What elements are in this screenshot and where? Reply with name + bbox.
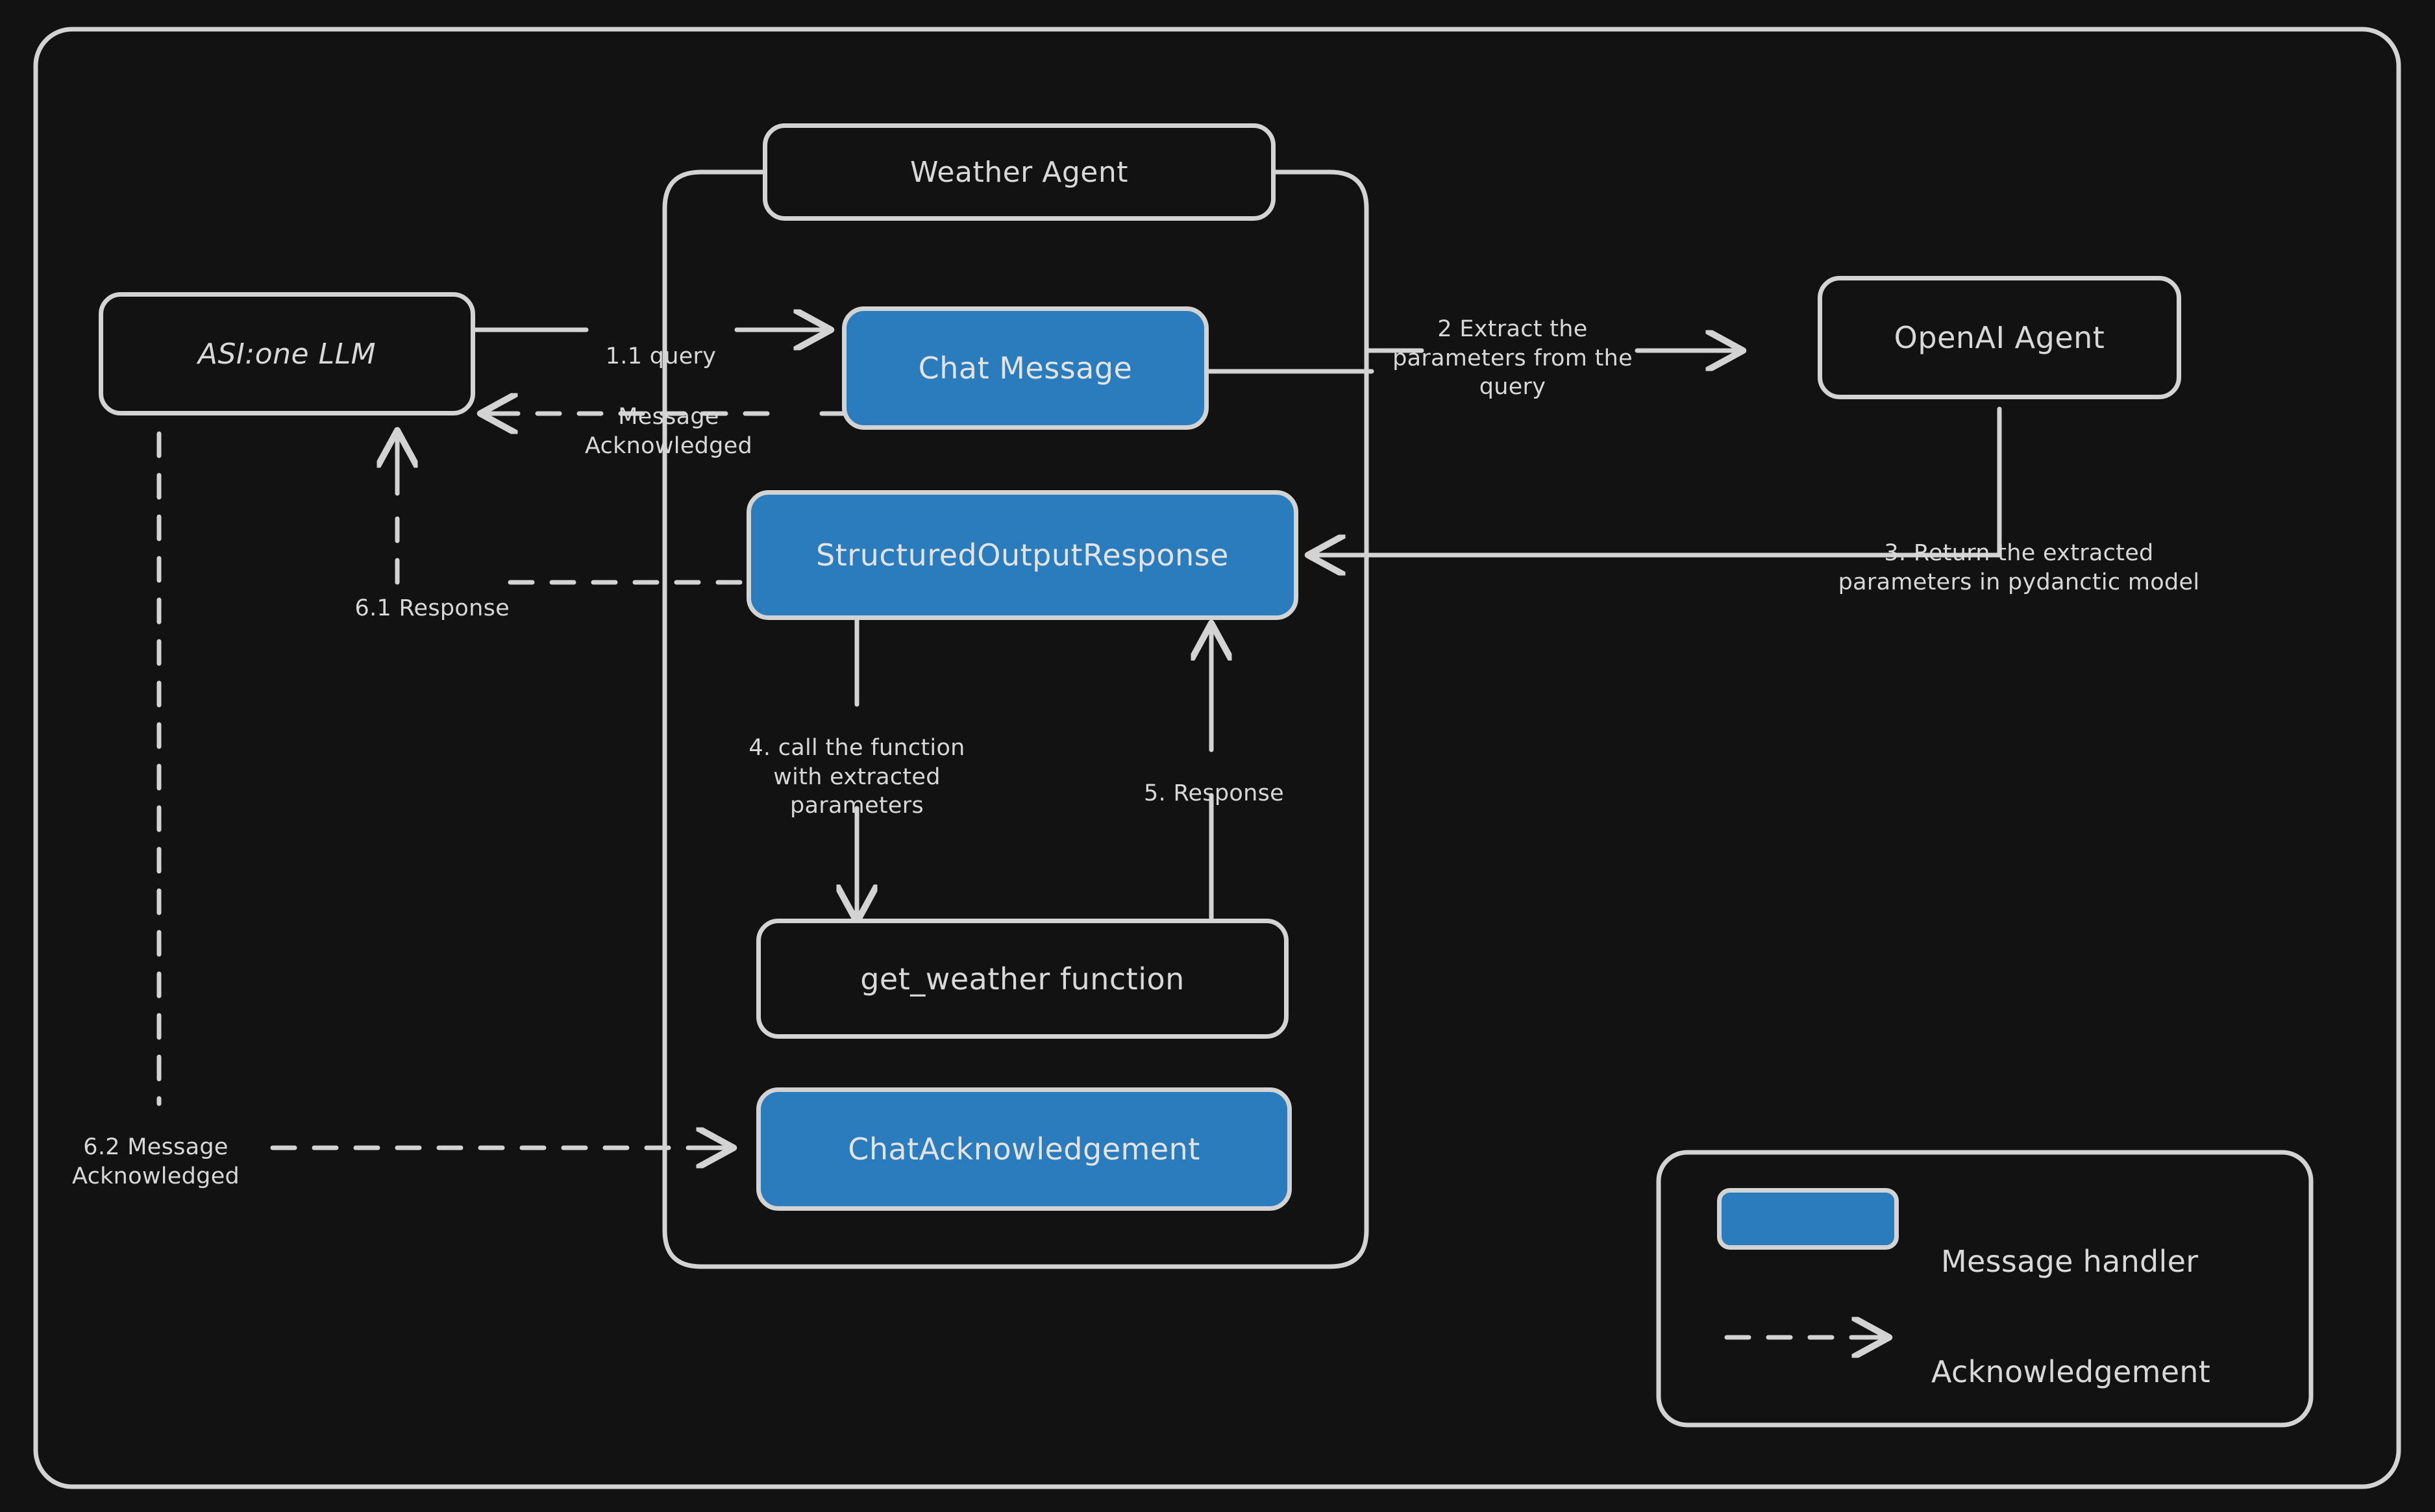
edge-label-response-5-text: 5. Response xyxy=(1144,780,1284,806)
edge-label-message-acknowledged: Message Acknowledged xyxy=(565,373,773,460)
node-structured-output-response-label: StructuredOutputResponse xyxy=(816,538,1229,573)
node-asi-one-llm-label: ASI:one LLM xyxy=(197,337,377,371)
node-structured-output-response[interactable]: StructuredOutputResponse xyxy=(747,490,1298,620)
edge-label-return-params-text: 3. Return the extracted parameters in py… xyxy=(1838,539,2200,595)
edge-label-message-ack-62-text: 6.2 Message Acknowledged xyxy=(71,1134,240,1189)
legend-swatch-message-handler xyxy=(1717,1188,1899,1250)
edge-label-response-5: 5. Response xyxy=(1104,750,1324,808)
edge-label-query: 1.1 query xyxy=(580,313,742,371)
node-weather-agent-title[interactable]: Weather Agent xyxy=(763,123,1276,221)
edge-label-call-function-text: 4. call the function with extracted para… xyxy=(748,734,965,819)
edge-label-query-text: 1.1 query xyxy=(605,343,717,369)
legend-label-message-handler-text: Message handler xyxy=(1941,1243,2199,1279)
legend-label-message-handler: Message handler xyxy=(1941,1204,2279,1281)
edge-label-message-ack-62: 6.2 Message Acknowledged xyxy=(39,1104,273,1191)
weather-agent-container xyxy=(662,169,1369,1269)
legend-label-acknowledgement: Acknowledgement xyxy=(1931,1315,2295,1391)
node-chat-acknowledgement[interactable]: ChatAcknowledgement xyxy=(756,1087,1292,1211)
node-chat-acknowledgement-label: ChatAcknowledgement xyxy=(848,1132,1200,1167)
legend-frame xyxy=(1656,1150,2314,1428)
node-openai-agent[interactable]: OpenAI Agent xyxy=(1818,276,2181,399)
node-weather-agent-label: Weather Agent xyxy=(910,155,1128,189)
outer-frame xyxy=(33,27,2401,1489)
edge-label-response-61-text: 6.1 Response xyxy=(354,595,510,621)
node-chat-message[interactable]: Chat Message xyxy=(842,306,1209,430)
edge-label-extract-params-text: 2 Extract the parameters from the query xyxy=(1392,316,1633,401)
node-chat-message-label: Chat Message xyxy=(918,351,1133,386)
edge-label-extract-params: 2 Extract the parameters from the query xyxy=(1353,286,1672,402)
legend-label-acknowledgement-text: Acknowledgement xyxy=(1931,1354,2211,1389)
node-asi-one-llm[interactable]: ASI:one LLM xyxy=(99,292,475,415)
edge-label-return-params: 3. Return the extracted parameters in py… xyxy=(1772,510,2266,597)
edge-label-call-function: 4. call the function with extracted para… xyxy=(695,704,1019,821)
node-openai-agent-label: OpenAI Agent xyxy=(1894,320,2105,355)
node-get-weather-function[interactable]: get_weather function xyxy=(756,919,1289,1039)
edge-label-response-61: 6.1 Response xyxy=(282,565,510,623)
node-get-weather-function-label: get_weather function xyxy=(860,961,1185,997)
edge-label-message-acknowledged-text: Message Acknowledged xyxy=(584,403,753,459)
